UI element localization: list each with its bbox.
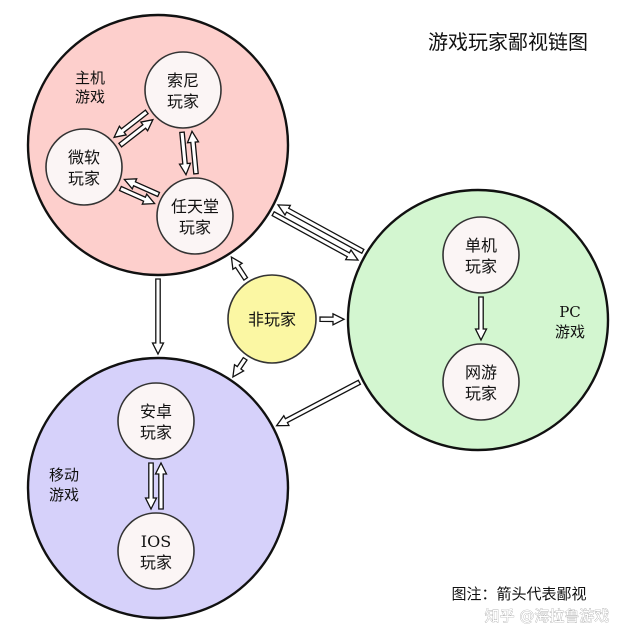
sony-label-line2: 玩家: [167, 92, 199, 111]
arrow-nonplayer-to-mobile_group: [232, 356, 248, 379]
single-player-label-line2: 玩家: [465, 257, 497, 276]
arrow-ios-to-android: [154, 461, 168, 510]
mobile-group-label-line1: 移动: [49, 466, 79, 484]
single-player-label-line1: 单机: [465, 236, 497, 255]
console-group-label-line1: 主机: [75, 69, 105, 87]
mobile-games-circle: [26, 356, 290, 620]
arrow-single-to-online: [474, 296, 488, 342]
nintendo-players-node: [156, 177, 234, 255]
arrow-microsoft-to-sony: [117, 118, 155, 148]
ios-players-node: [117, 512, 195, 590]
arrow-microsoft-to-nintendo: [118, 185, 156, 205]
watermark: 知乎 @海拉鲁游戏: [485, 607, 610, 625]
online-game-player-node: [442, 343, 520, 421]
arrow-nonplayer-to-pc_group: [319, 312, 346, 326]
arrow-sony-to-microsoft: [112, 109, 150, 139]
online-player-label-line2: 玩家: [465, 384, 497, 403]
single-player-node: [442, 216, 520, 294]
arrow-nonplayer-to-console_group: [230, 255, 249, 282]
arrow-layer: [112, 109, 488, 511]
arrow-console_group-to-mobile_group: [151, 278, 165, 356]
arrow-android-to-ios: [144, 462, 158, 511]
nintendo-label-line1: 任天堂: [171, 197, 219, 216]
ios-label-line2: 玩家: [140, 553, 172, 572]
non-player-node: [227, 274, 317, 364]
nintendo-label-line2: 玩家: [179, 218, 211, 237]
pc-group-label-line1: PC: [559, 303, 581, 321]
pc-group-label-line2: 游戏: [555, 323, 585, 341]
diagram-title: 游戏玩家鄙视链图: [428, 30, 588, 54]
microsoft-players-node: [45, 128, 123, 206]
android-label-line1: 安卓: [140, 402, 172, 421]
microsoft-label-line2: 玩家: [68, 169, 100, 188]
console-group-label-line2: 游戏: [75, 88, 105, 106]
android-players-node: [117, 382, 195, 460]
legend-note: 图注：箭头代表鄙视: [451, 585, 586, 603]
arrow-nintendo-to-sony: [186, 129, 200, 175]
pc-games-circle: [346, 188, 610, 452]
mobile-group-label-line2: 游戏: [49, 486, 79, 504]
arrow-sony-to-nintendo: [178, 131, 192, 177]
non-player-label: 非玩家: [248, 310, 296, 329]
microsoft-label-line1: 微软: [68, 148, 100, 167]
android-label-line2: 玩家: [140, 423, 172, 442]
ios-label-line1: IOS: [141, 532, 171, 551]
arrow-console_group-to-pc_group: [271, 210, 360, 261]
sony-label-line1: 索尼: [167, 71, 199, 90]
online-player-label-line1: 网游: [465, 363, 497, 382]
arrow-nintendo-to-microsoft: [123, 178, 161, 198]
arrow-pc_group-to-mobile_group: [275, 379, 362, 427]
sony-players-node: [144, 51, 222, 129]
arrow-pc_group-to-console_group: [276, 204, 365, 255]
